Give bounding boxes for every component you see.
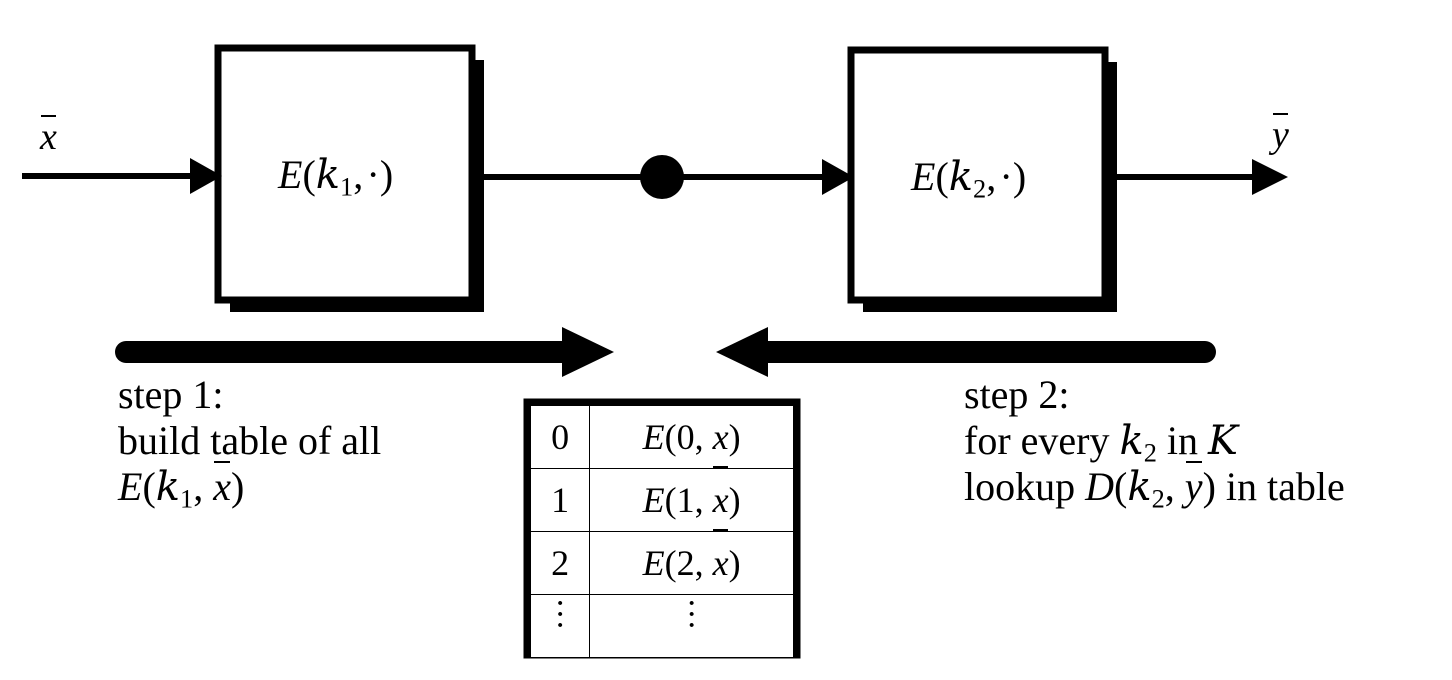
- table-row[interactable]: 0 E(0, x): [529, 403, 794, 469]
- midpoint-dot: [640, 155, 684, 199]
- step2-arrow: [716, 327, 1216, 377]
- first-encryption-box[interactable]: [214, 44, 476, 304]
- output-label: y: [1272, 113, 1289, 156]
- table-row[interactable]: 1 E(1, x): [529, 466, 794, 532]
- table-cell-key: 2: [529, 531, 591, 595]
- output-arrow-head: [1252, 159, 1288, 195]
- table-cell-value-ellipsis: ···: [589, 586, 794, 658]
- step2-line-1: step 2:: [964, 372, 1070, 417]
- table-cell-value: E(1, x): [589, 466, 794, 532]
- step2-line-3: lookup D(k2, y) in table: [964, 461, 1345, 514]
- second-encryption-box-label: E(k2, ·): [911, 154, 1027, 204]
- table-row[interactable]: 2 E(2, x): [529, 529, 794, 595]
- lookup-table[interactable]: 0 E(0, x) 1 E(1, x) 2 E(2, x) ···: [529, 403, 794, 658]
- step2-caption: step 2: for every k2 in K lookup D(k2, y…: [964, 372, 1345, 514]
- table-cell-key: 0: [529, 405, 591, 469]
- step1-line-2: build table of all: [118, 418, 382, 463]
- input-arrow-head: [190, 158, 222, 194]
- step1-caption: step 1: build table of all E(k1, x): [118, 372, 382, 514]
- table-row[interactable]: ··· ···: [529, 586, 794, 658]
- middle-arrow-head: [822, 159, 854, 195]
- table-cell-value: E(0, x): [589, 403, 794, 469]
- step1-line-3: E(k1, x): [118, 461, 245, 514]
- first-encryption-box-label: E(k1, ·): [278, 152, 394, 202]
- table-cell-value: E(2, x): [589, 529, 794, 595]
- step1-arrow: [115, 327, 614, 377]
- step1-line-1: step 1:: [118, 372, 224, 417]
- input-label: x: [40, 115, 57, 158]
- table-cell-key-ellipsis: ···: [529, 586, 591, 658]
- step2-line-2: for every k2 in K: [964, 418, 1238, 468]
- table-cell-key: 1: [529, 468, 591, 532]
